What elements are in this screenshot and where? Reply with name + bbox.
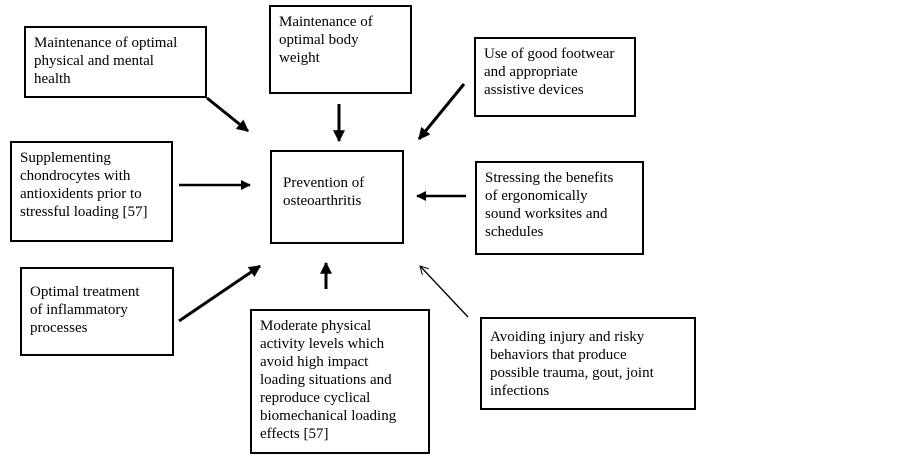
factor-text: Optimal treatment of inflammatory proces… [30,284,140,336]
arrow-from-physical-mental-health [206,96,249,133]
factor-box-chondrocytes: Supplementing chondrocytes with antioxid… [10,141,173,242]
factor-box-inflammatory: Optimal treatment of inflammatory proces… [20,267,174,356]
arrow-from-footwear [417,83,466,140]
factor-box-physical-mental-health: Maintenance of optimal physical and ment… [24,26,207,98]
factor-box-ergonomics: Stressing the benefits of ergonomically … [475,161,644,255]
factor-box-body-weight: Maintenance of optimal body weight [269,5,412,94]
factor-box-physical-activity: Moderate physical activity levels which … [250,309,430,454]
factor-text: Supplementing chondrocytes with antioxid… [20,150,148,220]
factor-text: Maintenance of optimal body weight [279,14,373,66]
central-box-prevention: Prevention of osteoarthritis [270,150,404,244]
factor-box-footwear: Use of good footwear and appropriate ass… [474,37,636,117]
factor-text: Moderate physical activity levels which … [260,318,397,442]
factor-text: Stressing the benefits of ergonomically … [485,170,614,240]
factor-text: Avoiding injury and risky behaviors that… [490,329,654,399]
arrow-from-inflammatory [178,264,261,323]
factor-text: Maintenance of optimal physical and ment… [34,35,178,87]
factor-text: Use of good footwear and appropriate ass… [484,46,615,98]
central-text: Prevention of osteoarthritis [283,175,365,209]
factor-box-injury: Avoiding injury and risky behaviors that… [480,317,696,410]
